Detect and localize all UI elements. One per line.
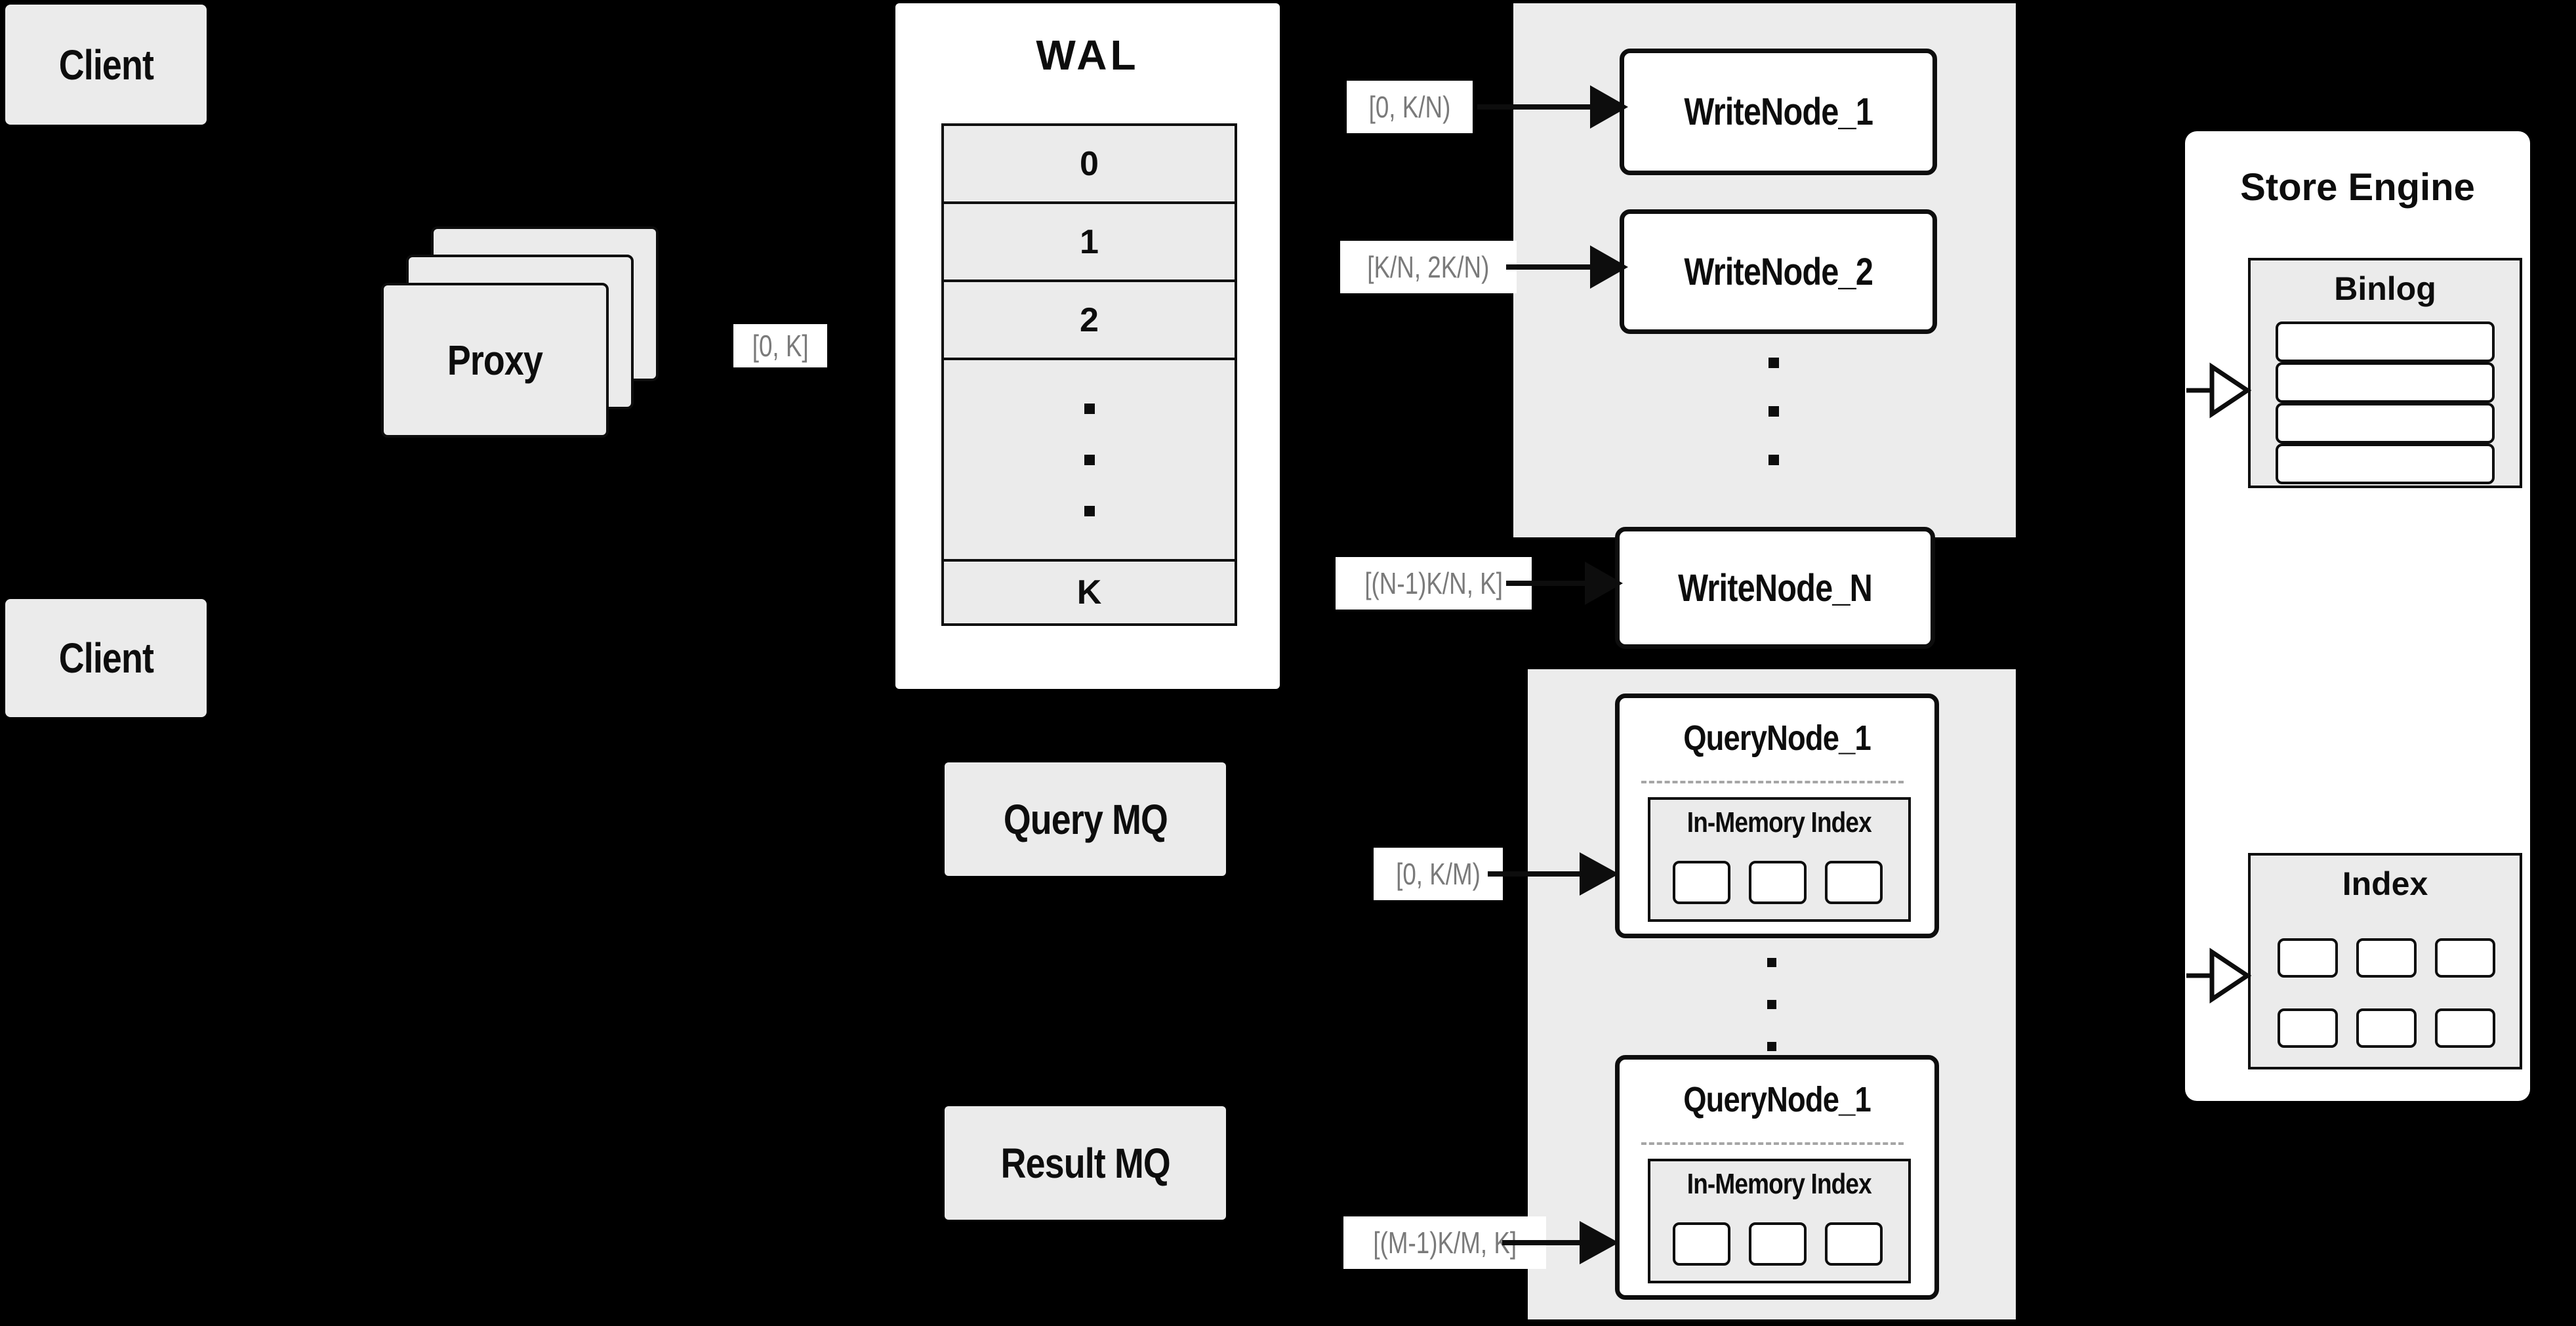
binlog-row [2276, 403, 2495, 444]
wal-row-k: K [944, 559, 1235, 623]
binlog-row [2276, 444, 2495, 484]
write-node-n-box: WriteNode_N [1615, 527, 1935, 649]
client-bottom-box: Client [5, 599, 207, 717]
query-node-top-title: QueryNode_1 [1683, 718, 1871, 758]
write-node-1-box: WriteNode_1 [1620, 49, 1937, 175]
binlog-row [2276, 362, 2495, 403]
wal-row-1: 1 [944, 201, 1235, 280]
result-mq-box: Result MQ [945, 1106, 1226, 1220]
query-node-top-divider [1641, 781, 1904, 783]
index-cell [2435, 938, 2495, 978]
wal-title: WAL [1036, 31, 1139, 79]
proxy-label: Proxy [447, 337, 543, 384]
binlog-row [2276, 321, 2495, 362]
store-engine-title: Store Engine [2240, 166, 2475, 209]
query-node-bottom-divider [1641, 1142, 1904, 1145]
edge-label-write-1: [0, K/N) [1347, 81, 1473, 133]
segment-cell [1749, 1222, 1807, 1266]
wal-row-0: 0 [1080, 144, 1099, 183]
segment-cell [1673, 1222, 1730, 1266]
write-group-ellipsis-dots [1768, 358, 1779, 465]
query-group-ellipsis-dots [1767, 958, 1776, 1051]
index-cell [2435, 1008, 2495, 1048]
edge-label-query-bottom: [(M-1)K/M, K] [1343, 1216, 1547, 1269]
index-cell [2356, 938, 2417, 978]
segment-cell [1749, 861, 1807, 904]
write-node-2-box: WriteNode_2 [1620, 209, 1937, 334]
wal-ellipsis-dots [1084, 403, 1095, 516]
edge-label-proxy-wal: [0, K] [733, 324, 828, 367]
index-cell [2278, 1008, 2338, 1048]
client-bottom-label: Client [58, 634, 153, 682]
edge-label-write-n: [(N-1)K/N, K] [1336, 557, 1532, 610]
edge-label-query-top: [0, K/M) [1374, 848, 1503, 900]
index-cell [2356, 1008, 2417, 1048]
segment-cell [1673, 861, 1730, 904]
proxy-card-front: Proxy [381, 283, 609, 438]
client-top-box: Client [5, 5, 207, 125]
segment-cell [1825, 1222, 1883, 1266]
segment-cell [1825, 861, 1883, 904]
wal-row-2: 2 [944, 280, 1235, 358]
wal-row-ellipsis [944, 358, 1235, 559]
binlog-title: Binlog [2334, 270, 2436, 307]
wal-table: 0 1 2 K [941, 123, 1237, 626]
edge-label-write-2: [K/N, 2K/N) [1340, 241, 1517, 293]
client-top-label: Client [58, 41, 153, 89]
query-mq-box: Query MQ [945, 762, 1226, 876]
index-title: Index [2342, 865, 2428, 902]
query-node-bottom-title: QueryNode_1 [1683, 1080, 1871, 1119]
index-cell [2278, 938, 2338, 978]
